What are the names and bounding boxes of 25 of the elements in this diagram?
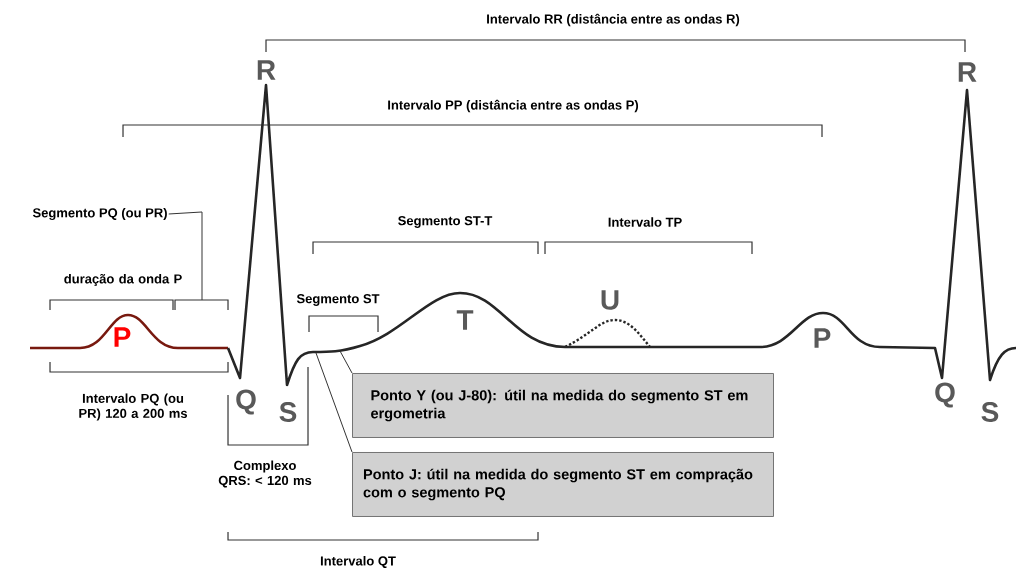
wave-letter: P (114, 327, 131, 347)
wave-letter: Q (935, 382, 955, 408)
interval-label: Intervalo PP (distância entre as ondas P) (388, 99, 639, 113)
wave-letter: P (814, 328, 831, 348)
label-text: Segmento PQ (ou PR) (32, 207, 167, 221)
wave-letter: R (958, 62, 977, 82)
interval-label: Segmento ST-T (398, 216, 493, 228)
interval-label: Segmento ST (296, 294, 380, 306)
leader-line (339, 350, 353, 374)
wave-letter: S (981, 402, 999, 422)
interval-label: Intervalo PQ (ou PR) 120 a 200 ms (79, 393, 187, 421)
leader-line (315, 352, 353, 453)
interval-label: Intervalo TP (608, 217, 682, 227)
interval-label: Intervalo QT (320, 556, 396, 568)
wave-letter: T (456, 310, 474, 330)
wave-letter: R (257, 60, 276, 80)
wave-letter: Q (236, 389, 256, 415)
callout-box: Ponto Y (ou J-80): útil na medida do segmento ST em ergometria (352, 373, 774, 438)
wave-letter: U (601, 290, 619, 310)
wave-letter: S (279, 402, 297, 422)
interval-label: duração da onda P (64, 273, 182, 287)
callout-box: Ponto J: útil na medida do segmento ST em compração com o segmento PQ (352, 452, 774, 517)
interval-label: Intervalo RR (distância entre as ondas R) (487, 13, 740, 27)
interval-label: Complexo QRS: < 120 ms (218, 460, 312, 488)
leader-line (168, 211, 203, 301)
